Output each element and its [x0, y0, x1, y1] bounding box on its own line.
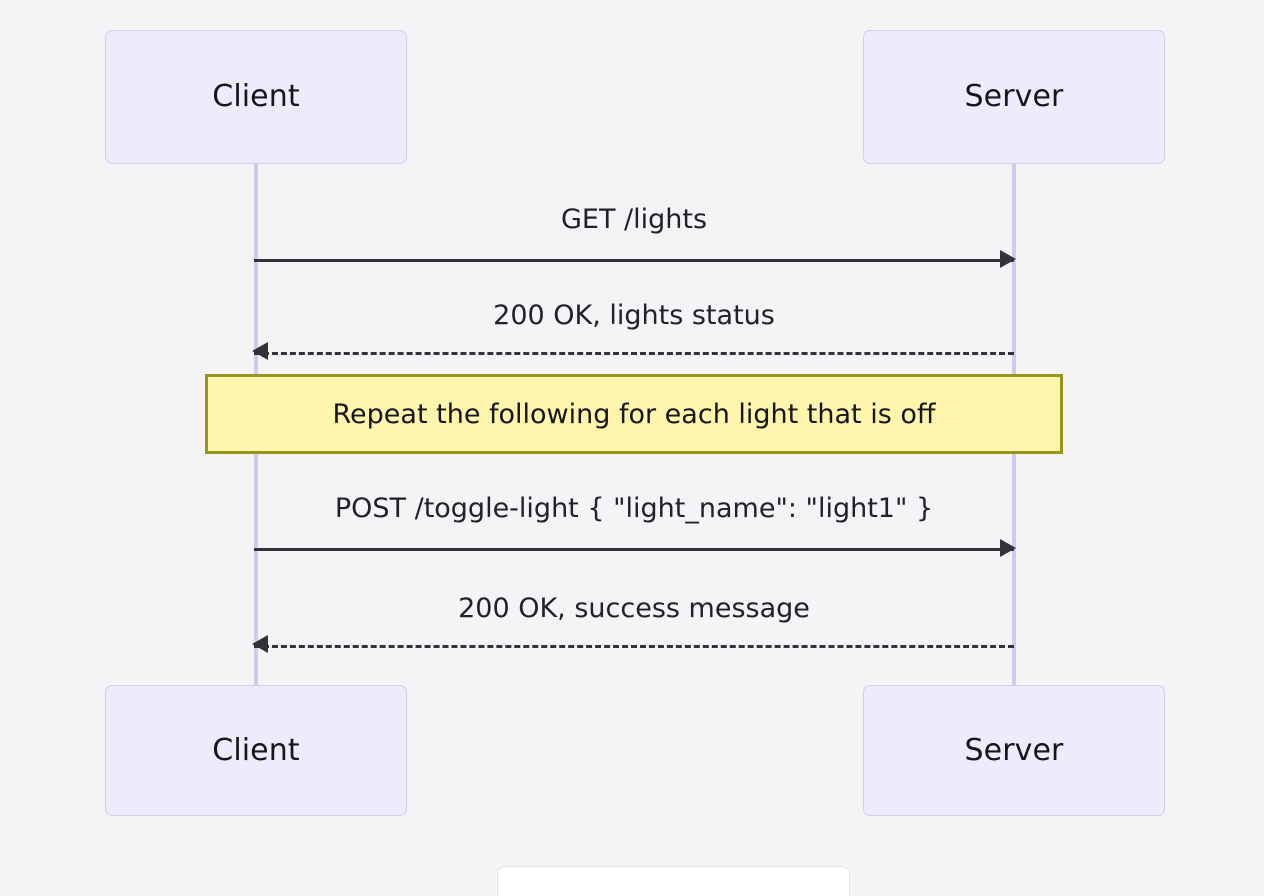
message-1-label: GET /lights	[560, 204, 708, 235]
message-2-label: 200 OK, lights status	[493, 300, 775, 331]
bottom-floating-panel[interactable]	[497, 866, 850, 896]
message-4-line	[254, 645, 1014, 648]
actor-box-server-top[interactable]: Server	[863, 30, 1165, 164]
actor-box-client-bottom[interactable]: Client	[105, 685, 407, 816]
arrow-left-icon	[252, 635, 268, 653]
arrow-right-icon	[1000, 250, 1016, 268]
arrow-right-icon	[1000, 539, 1016, 557]
note-box-text: Repeat the following for each light that…	[332, 398, 936, 430]
actor-label-client-top: Client	[212, 79, 300, 114]
arrow-left-icon	[252, 342, 268, 360]
actor-box-client-top[interactable]: Client	[105, 30, 407, 164]
actor-box-server-bottom[interactable]: Server	[863, 685, 1165, 816]
message-3-line	[254, 548, 1014, 551]
actor-label-server-bottom: Server	[964, 732, 1064, 768]
sequence-diagram-canvas: Client Server GET /lights 200 OK, lights…	[105, 30, 1165, 896]
note-box-repeat-loop[interactable]: Repeat the following for each light that…	[205, 374, 1063, 454]
actor-label-client-bottom: Client	[212, 732, 300, 768]
message-2-line	[254, 352, 1014, 355]
message-4-label: 200 OK, success message	[458, 593, 810, 624]
message-1-line	[254, 259, 1014, 262]
message-3-label: POST /toggle-light { "light_name": "ligh…	[334, 493, 934, 524]
actor-label-server-top: Server	[964, 79, 1064, 114]
